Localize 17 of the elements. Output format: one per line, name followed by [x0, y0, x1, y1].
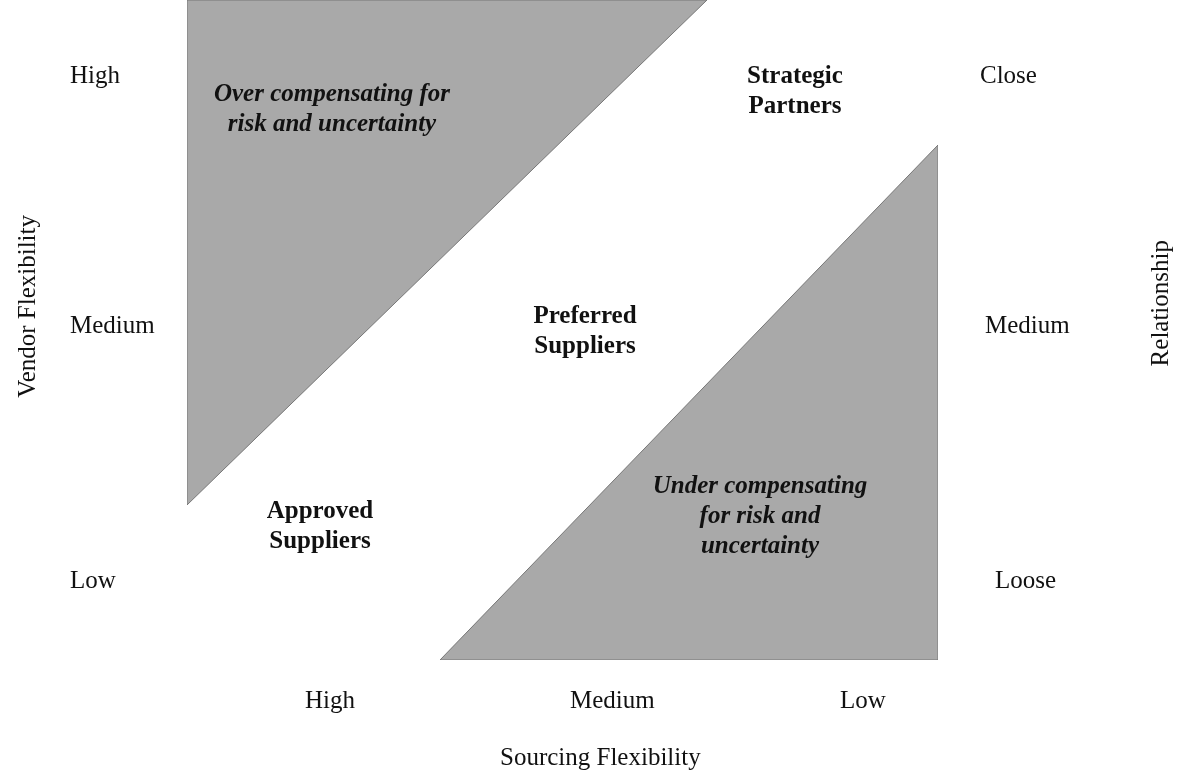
axis-title: Vendor Flexibility	[12, 215, 41, 398]
axis-level-label: High	[305, 685, 355, 715]
region-label: Under compensating for risk and uncertainty	[651, 470, 869, 560]
axis-level-label: Medium	[70, 310, 155, 340]
quadrant-label: Strategic Partners	[746, 60, 844, 120]
axis-level-label: High	[70, 60, 120, 90]
axis-title: Sourcing Flexibility	[500, 742, 701, 772]
axis-level-label: Low	[70, 565, 116, 595]
axis-level-label: Medium	[570, 685, 655, 715]
axis-title: Relationship	[1145, 240, 1174, 367]
axis-level-label: Close	[980, 60, 1037, 90]
axis-level-label: Low	[840, 685, 886, 715]
axis-level-label: Medium	[985, 310, 1070, 340]
quadrant-label: Approved Suppliers	[265, 495, 375, 555]
axis-level-label: Loose	[995, 565, 1057, 595]
quadrant-label: Preferred Suppliers	[532, 300, 638, 360]
region-label: Over compensating for risk and uncertainty	[212, 78, 452, 138]
